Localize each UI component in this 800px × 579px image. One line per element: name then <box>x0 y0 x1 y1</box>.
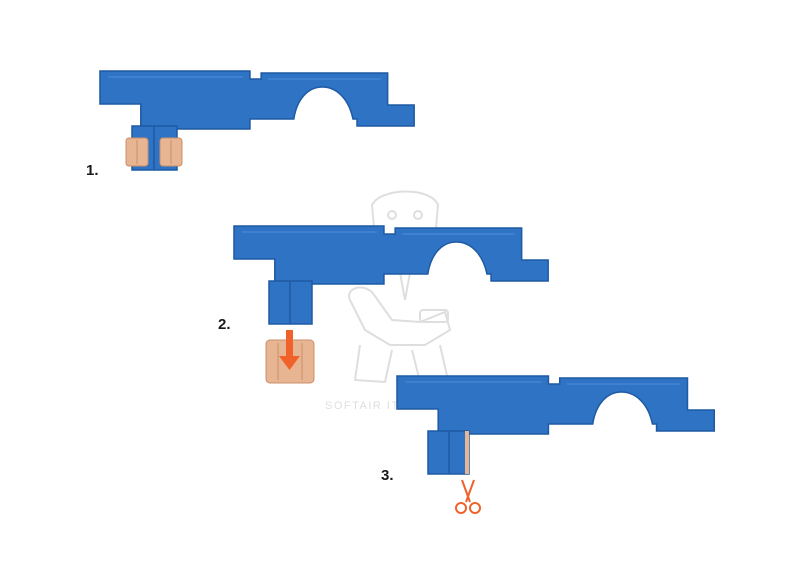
step-label: 3. <box>381 467 394 484</box>
selector-plate <box>99 70 415 130</box>
step-label: 2. <box>218 316 231 333</box>
mascot-logo <box>348 190 452 384</box>
step-1: 1. <box>86 70 415 179</box>
step-label: 1. <box>86 162 99 179</box>
down-arrow-icon <box>279 330 300 370</box>
selector-tab <box>268 280 313 325</box>
step-3: 3. <box>381 375 716 514</box>
friction-pad <box>125 137 183 167</box>
selector-plate <box>396 375 716 435</box>
selector-plate <box>233 225 549 285</box>
selector-tab <box>427 430 470 475</box>
scissors-icon <box>455 479 481 514</box>
step-2: 2. <box>218 225 549 384</box>
